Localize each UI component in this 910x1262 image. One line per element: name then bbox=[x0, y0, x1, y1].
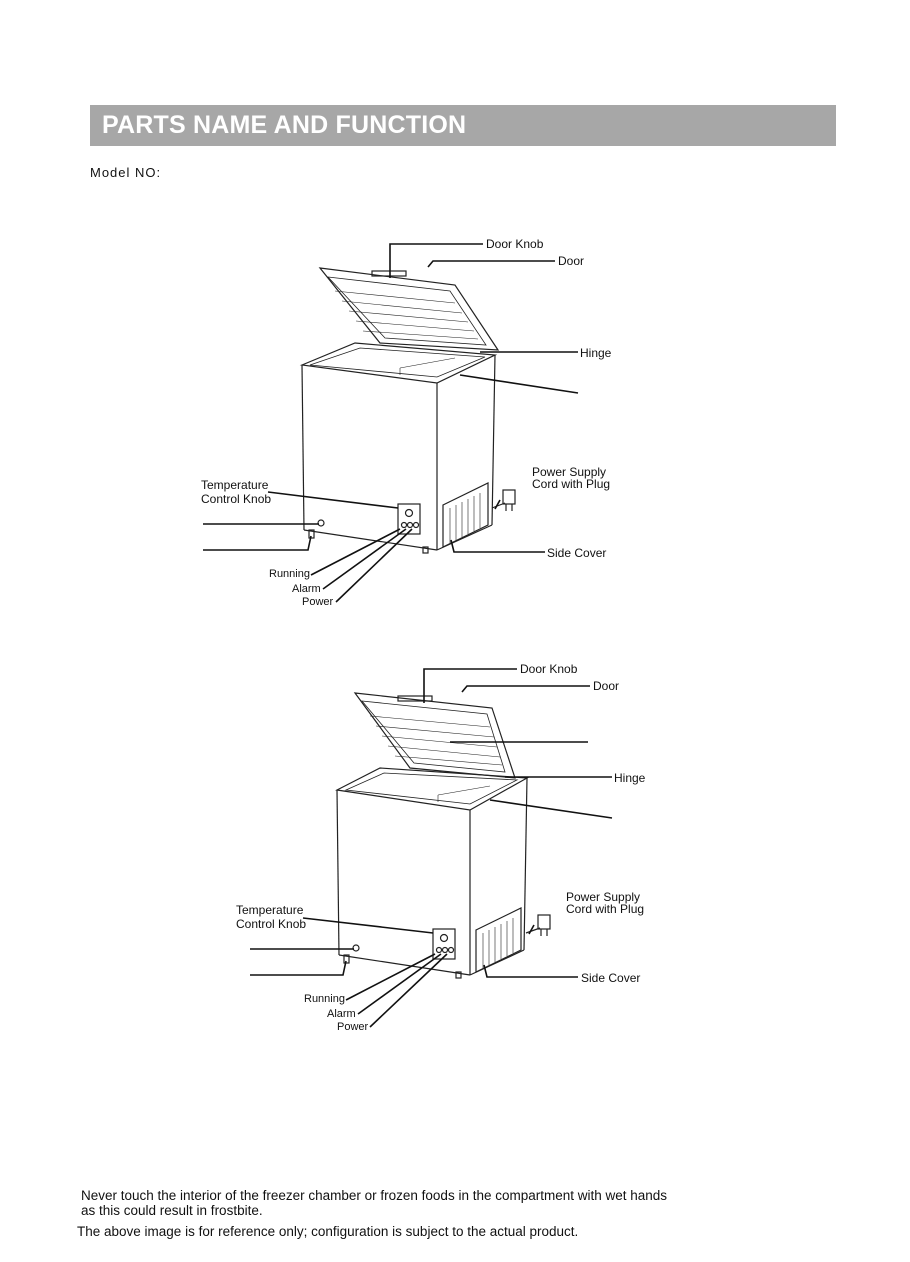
freezer-diagram-2: Door Knob Door Hinge Power Supply Cord w… bbox=[0, 650, 910, 1040]
label-power: Power bbox=[302, 596, 334, 608]
label-side-cover: Side Cover bbox=[547, 546, 606, 560]
label-running: Running bbox=[269, 568, 310, 580]
label-power-supply-line1: Power Supply bbox=[566, 890, 640, 904]
label-power-supply-line1: Power Supply bbox=[532, 465, 606, 479]
label-door: Door bbox=[593, 679, 619, 693]
freezer-illustration-2: Door Knob Door Hinge Power Supply Cord w… bbox=[236, 662, 646, 1033]
label-alarm: Alarm bbox=[292, 583, 321, 595]
label-temperature-line1: Temperature bbox=[236, 903, 304, 917]
reference-disclaimer: The above image is for reference only; c… bbox=[77, 1224, 579, 1239]
label-side-cover: Side Cover bbox=[581, 971, 640, 985]
callout-lines-2 bbox=[250, 668, 613, 1028]
label-power-supply-line2: Cord with Plug bbox=[566, 902, 644, 916]
label-power: Power bbox=[337, 1021, 369, 1033]
freezer-illustration-1: Door Knob Door Hinge Power Supply Cord w… bbox=[201, 237, 612, 608]
freezer-body-2 bbox=[335, 692, 551, 979]
label-hinge: Hinge bbox=[580, 346, 612, 360]
callout-lines-1 bbox=[203, 243, 579, 603]
label-power-supply-line2: Cord with Plug bbox=[532, 477, 610, 491]
safety-notice: Never touch the interior of the freezer … bbox=[81, 1188, 668, 1218]
section-title: PARTS NAME AND FUNCTION bbox=[102, 111, 467, 139]
label-temperature-line2: Control Knob bbox=[201, 492, 271, 506]
label-alarm: Alarm bbox=[327, 1008, 356, 1020]
freezer-diagram-1: Door Knob Door Hinge Power Supply Cord w… bbox=[0, 225, 910, 615]
label-door-knob: Door Knob bbox=[520, 662, 578, 676]
label-hinge: Hinge bbox=[614, 771, 646, 785]
label-temperature-line1: Temperature bbox=[201, 478, 269, 492]
label-door: Door bbox=[558, 254, 584, 268]
model-number-label: Model NO: bbox=[90, 165, 162, 180]
label-door-knob: Door Knob bbox=[486, 237, 544, 251]
label-temperature-line2: Control Knob bbox=[236, 917, 306, 931]
section-header-bar: PARTS NAME AND FUNCTION bbox=[90, 105, 836, 146]
label-running: Running bbox=[304, 993, 345, 1005]
freezer-body-1 bbox=[299, 267, 516, 554]
